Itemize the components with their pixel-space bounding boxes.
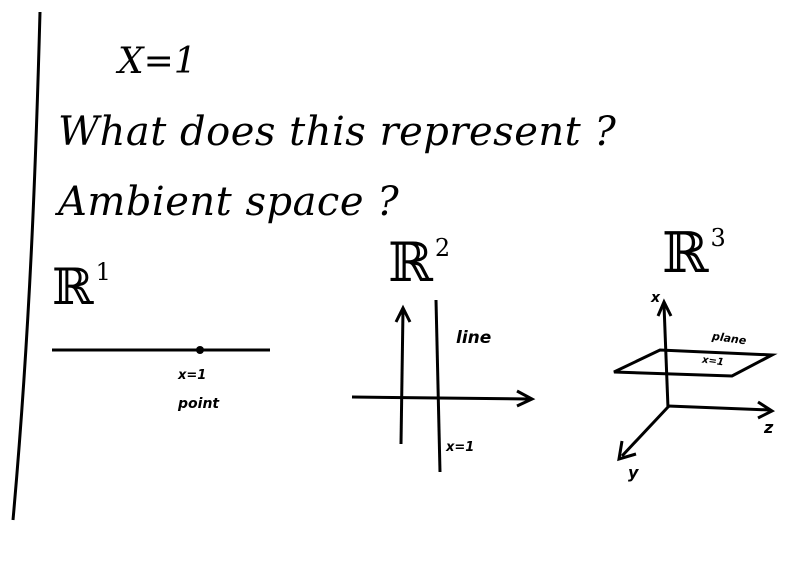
r1-symbol: ℝ bbox=[52, 258, 94, 316]
r3-label: ℝ3 bbox=[662, 226, 726, 282]
r1-point-marker bbox=[196, 346, 204, 354]
r2-x-axis bbox=[351, 395, 531, 401]
r1-point-equation: x=1 bbox=[178, 368, 207, 383]
r2-label: ℝ2 bbox=[388, 236, 450, 290]
r2-line-equation: x=1 bbox=[446, 440, 475, 455]
r3-axis-z-label: z bbox=[764, 418, 774, 437]
r3-symbol: ℝ bbox=[662, 221, 709, 286]
r2-line-label: line bbox=[456, 328, 492, 348]
r3-x-axis bbox=[662, 304, 670, 409]
margin-line bbox=[11, 11, 42, 521]
r2-exponent: 2 bbox=[434, 234, 451, 262]
r3-plane bbox=[613, 348, 778, 378]
r3-axis-x-label: x bbox=[651, 290, 661, 306]
r2-x-arrow bbox=[516, 389, 536, 408]
r2-y-axis bbox=[399, 309, 405, 445]
r3-y-arrow bbox=[617, 440, 637, 462]
r3-z-arrow bbox=[757, 400, 776, 420]
r1-point-label: point bbox=[178, 396, 220, 412]
ambient-space-question: Ambient space ? bbox=[58, 179, 400, 225]
r3-y-axis bbox=[620, 405, 670, 458]
r2-line-x1 bbox=[434, 299, 442, 473]
r3-z-axis bbox=[667, 404, 771, 412]
r1-exponent: 1 bbox=[95, 258, 111, 287]
r2-symbol: ℝ bbox=[388, 231, 433, 294]
r3-x-arrow bbox=[656, 298, 673, 317]
r1-label: ℝ1 bbox=[52, 260, 111, 312]
question-text: What does this represent ? bbox=[58, 109, 617, 155]
r3-exponent: 3 bbox=[710, 224, 726, 253]
equation-text: X=1 bbox=[118, 41, 197, 82]
r3-axis-y-label: y bbox=[628, 463, 639, 482]
r2-y-arrow bbox=[394, 304, 412, 323]
